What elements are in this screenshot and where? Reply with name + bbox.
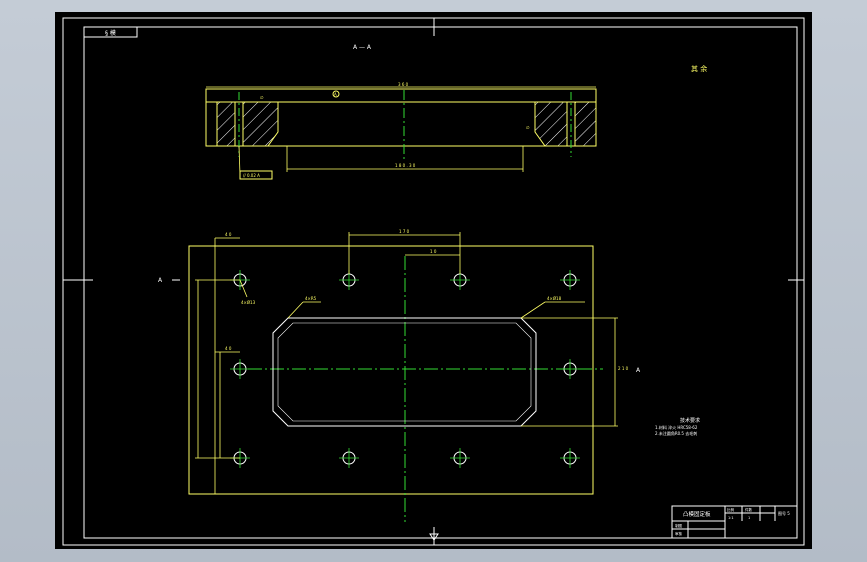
inner-frame [83, 26, 798, 539]
section-hatch-left [216, 101, 279, 147]
leader-hole-left [239, 279, 248, 298]
qty-value: 1 [748, 516, 750, 520]
drawing-no: 图号 5 [778, 510, 790, 516]
scale-label: 比例 [727, 507, 735, 512]
bottom-arrow-marker [429, 533, 439, 541]
cad-viewport[interactable]: § 模 A — A 其 余 3 6 0 1 8 0 . 3 0 // 0.02 … [55, 12, 812, 549]
cad-drawing: § 模 A — A 其 余 3 6 0 1 8 0 . 3 0 // 0.02 … [62, 17, 805, 546]
dim-left-top-text: 4 0 [225, 232, 232, 237]
tech-heading: 技术要求 [680, 417, 700, 424]
dim-small-left: ∅ [260, 95, 264, 100]
section-label: A — A [353, 44, 372, 51]
view-marker-right: A [636, 367, 641, 374]
dim-inner-text: 1 8 0 . 3 0 [395, 163, 416, 168]
plan-view: 1 7 0 1 0 4 0 4 0 2 1 0 4×R5 4×Ø18 4×Ø13 [188, 229, 629, 522]
part-name: 凸模固定板 [683, 510, 711, 518]
qty-label: 件数 [745, 507, 753, 512]
section-view: 3 6 0 1 8 0 . 3 0 // 0.02 A A ∅ ∅ [205, 82, 597, 180]
dim-small-right: ∅ [526, 125, 530, 130]
tech-line-2: 2.未注圆角R0.5 去毛刺 [655, 430, 697, 436]
plan-slot-inner [277, 322, 532, 422]
leader-chamfer [287, 301, 304, 319]
title-tab-text: § 模 [105, 29, 116, 37]
view-marker-left: A [158, 277, 163, 284]
note-slot: 4×Ø18 [547, 296, 562, 301]
outer-frame [62, 17, 805, 546]
datum-marker [332, 90, 340, 98]
leader-slot [520, 301, 546, 319]
plan-plate-outline [188, 245, 594, 495]
scale-value: 1:1 [728, 516, 734, 520]
dim-overall-text: 3 6 0 [398, 82, 409, 87]
dim-left-mid-text: 4 0 [225, 346, 232, 351]
title-tab-box [83, 26, 138, 38]
note-chamfer: 4×R5 [305, 296, 317, 301]
dim-pitch-text: 1 0 [430, 249, 437, 254]
title-block-frame [671, 505, 798, 539]
tech-line-1: 1.材料 淬火 HRC58-62 [655, 424, 698, 430]
tolerance-text: // 0.02 A [243, 173, 260, 178]
tech-requirements: 技术要求 1.材料 淬火 HRC58-62 2.未注圆角R0.5 去毛刺 [655, 417, 700, 436]
tolerance-leader [238, 145, 241, 176]
title-block: 凸模固定板 比例 1:1 件数 1 图号 5 制图 审核 [671, 505, 798, 539]
check-label: 审核 [675, 531, 683, 536]
datum-marker-text: A [334, 92, 337, 97]
annotation-corner: 其 余 [691, 64, 707, 73]
dim-top-text: 1 7 0 [399, 229, 410, 234]
drawn-label: 制图 [675, 523, 683, 528]
dim-right-text: 2 1 0 [618, 366, 629, 371]
section-hatch-right [534, 101, 597, 147]
note-hole-left: 4×Ø13 [241, 300, 256, 305]
